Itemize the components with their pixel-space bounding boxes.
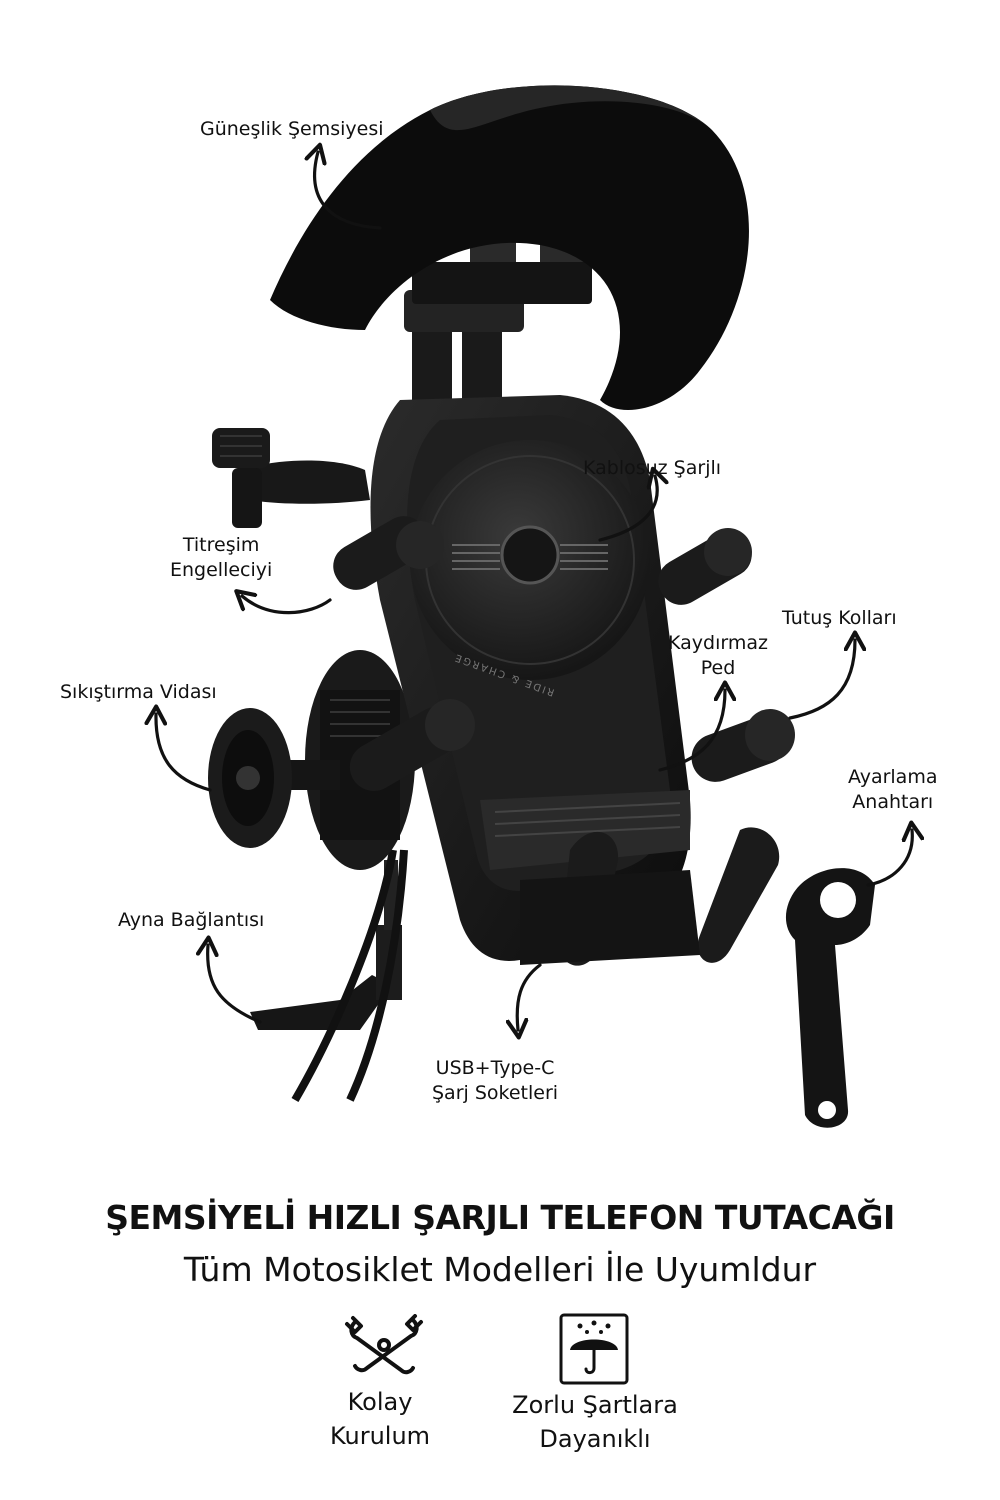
label-nonslip-pad: Kaydırmaz Ped: [668, 631, 768, 681]
label-mirror-mount: Ayna Bağlantısı: [118, 909, 265, 931]
label-nonslip-line1: Kaydırmaz: [668, 632, 768, 654]
feature-easy-install-line1: Kolay: [347, 1388, 413, 1416]
vibration-damper: [212, 428, 370, 528]
clamp-screw: [208, 708, 340, 848]
feature-weatherproof-line1: Zorlu Şartlara: [512, 1391, 678, 1419]
label-vibration-line2: Engelleciyi: [170, 559, 273, 581]
label-wireless-charging: Kablosuz Şarjlı: [583, 457, 722, 479]
umbrella-rain-icon: [559, 1313, 629, 1385]
feature-easy-install-label: Kolay Kurulum: [320, 1385, 440, 1453]
label-nonslip-line2: Ped: [700, 657, 736, 679]
label-adjustment-key: Ayarlama Anahtarı: [848, 765, 937, 815]
grip-arms: [333, 516, 795, 966]
label-sunshade: Güneşlik Şemsiyesi: [200, 118, 384, 140]
mirror-mount: [250, 849, 408, 1103]
adjustment-key: [785, 868, 875, 1128]
label-usb-ports: USB+Type-C Şarj Soketleri: [432, 1056, 558, 1106]
label-usb-line1: USB+Type-C: [435, 1057, 555, 1079]
product-headline: ŞEMSİYELİ HIZLI ŞARJLI TELEFON TUTACAĞI: [105, 1198, 895, 1237]
label-vibration-line1: Titreşim: [182, 534, 260, 556]
label-grip-arms: Tutuş Kolları: [782, 607, 897, 629]
feature-weatherproof-line2: Dayanıklı: [539, 1425, 651, 1453]
label-vibration-damper: Titreşim Engelleciyi: [170, 533, 272, 583]
callout-arrows: [156, 152, 912, 1030]
label-usb-line2: Şarj Soketleri: [432, 1082, 559, 1104]
feature-weatherproof-label: Zorlu Şartlara Dayanıklı: [500, 1388, 690, 1456]
label-adjustment-line1: Ayarlama: [848, 766, 938, 788]
product-subheadline: Tüm Motosiklet Modelleri İle Uyumldur: [183, 1250, 817, 1289]
wrench-icon: [345, 1314, 423, 1375]
feature-easy-install-line2: Kurulum: [329, 1422, 431, 1450]
label-clamp-screw: Sıkıştırma Vidası: [60, 681, 217, 703]
label-adjustment-line2: Anahtarı: [852, 791, 934, 813]
sunshade-umbrella: [270, 85, 749, 420]
